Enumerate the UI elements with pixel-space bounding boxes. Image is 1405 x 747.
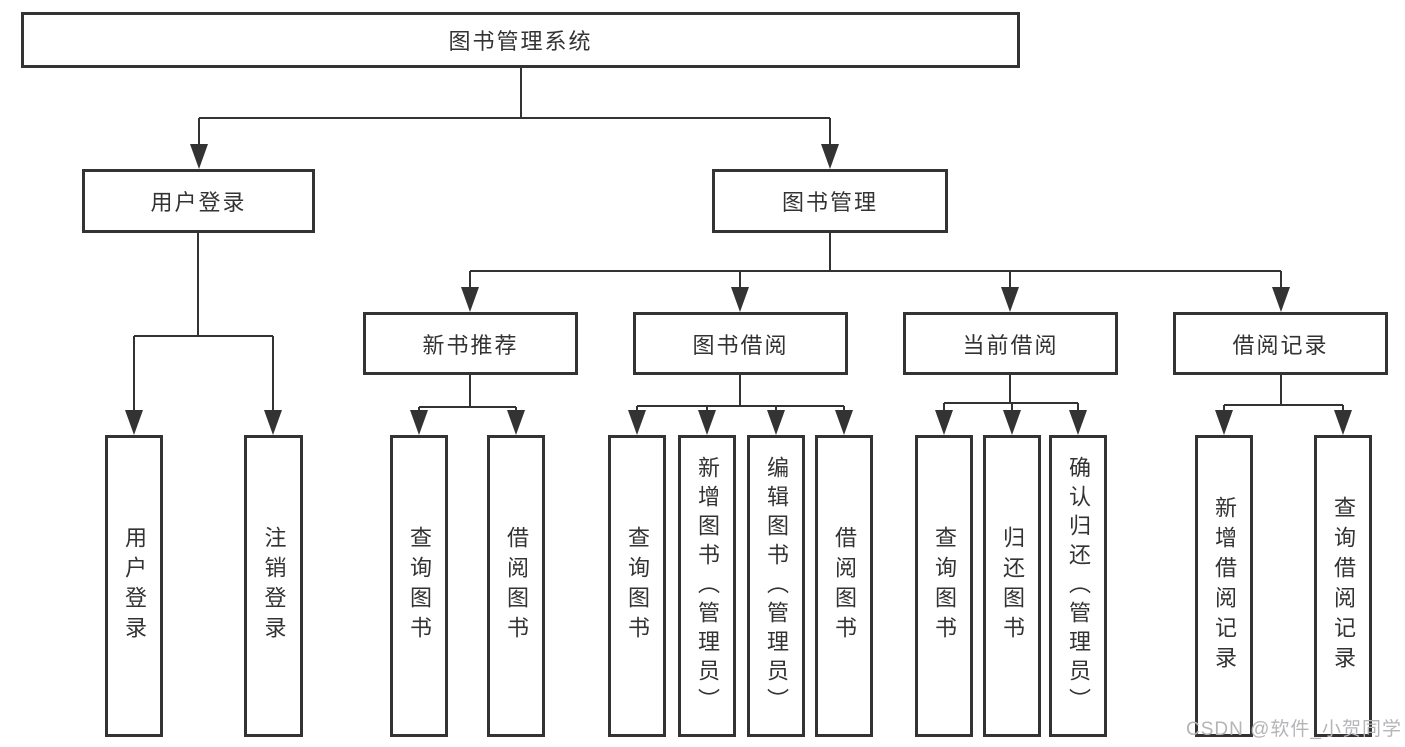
leaf-label: 查询图书 — [407, 526, 432, 646]
leaf-edit-books-admin: 编辑图书（管理员） — [747, 435, 805, 737]
node-label: 图书管理 — [781, 190, 878, 215]
leaf-add-books-admin: 新增图书（管理员） — [678, 435, 736, 737]
node-label: 当前借阅 — [962, 332, 1059, 358]
node-new-book-recommendation: 新书推荐 — [363, 312, 578, 375]
node-label: 图书管理系统 — [448, 29, 593, 54]
leaf-query-borrow-record: 查询借阅记录 — [1314, 435, 1372, 737]
leaf-query-books-recommend: 查询图书 — [390, 435, 448, 737]
node-label: 新书推荐 — [422, 332, 519, 358]
leaf-label: 确认归还（管理员） — [1066, 455, 1091, 717]
watermark: CSDN @软件_小贺同学 — [1186, 719, 1402, 740]
leaf-query-books-borrowing: 查询图书 — [608, 435, 666, 737]
node-library-management-system: 图书管理系统 — [21, 12, 1020, 68]
leaf-label: 借阅图书 — [504, 526, 529, 646]
leaf-label: 用户登录 — [122, 526, 147, 646]
node-label: 借阅记录 — [1232, 332, 1329, 358]
leaf-label: 编辑图书（管理员） — [764, 455, 789, 717]
node-user-login: 用户登录 — [82, 169, 315, 233]
leaf-label: 借阅图书 — [832, 526, 857, 646]
leaf-label: 新增图书（管理员） — [695, 455, 720, 717]
node-label: 用户登录 — [150, 190, 247, 215]
node-book-borrowing: 图书借阅 — [633, 312, 848, 375]
leaf-user-login: 用户登录 — [105, 435, 163, 737]
node-current-borrowing: 当前借阅 — [903, 312, 1118, 375]
leaf-query-books-current: 查询图书 — [915, 435, 973, 737]
node-label: 图书借阅 — [692, 332, 789, 358]
arrowhead-group — [125, 144, 1352, 435]
leaf-label: 注销登录 — [261, 526, 287, 646]
leaf-borrow-books-recommend: 借阅图书 — [487, 435, 545, 737]
leaf-label: 归还图书 — [1000, 526, 1025, 646]
leaf-confirm-return-admin: 确认归还（管理员） — [1049, 435, 1107, 737]
leaf-label: 查询图书 — [625, 526, 650, 646]
leaf-add-borrow-record: 新增借阅记录 — [1195, 435, 1253, 737]
node-borrowing-records: 借阅记录 — [1173, 312, 1388, 375]
leaf-borrow-books-borrowing: 借阅图书 — [815, 435, 873, 737]
leaf-logout-login: 注销登录 — [244, 435, 303, 737]
leaf-return-books: 归还图书 — [983, 435, 1041, 737]
node-book-management: 图书管理 — [712, 169, 948, 233]
leaf-label: 查询借阅记录 — [1331, 496, 1356, 676]
leaf-label: 新增借阅记录 — [1212, 496, 1237, 676]
leaf-label: 查询图书 — [932, 526, 957, 646]
